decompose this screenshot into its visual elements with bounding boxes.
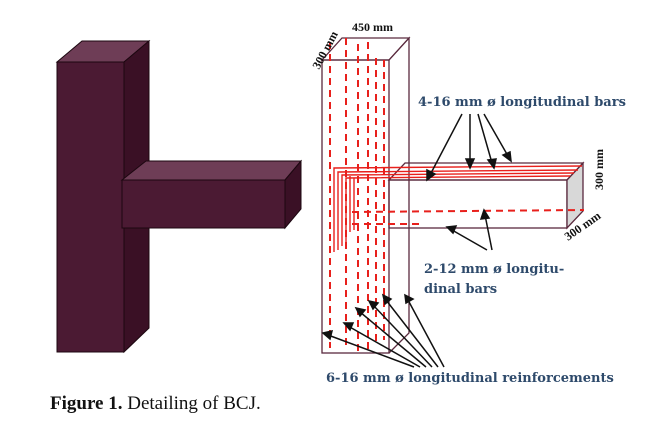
beam-height-label: 300 mm <box>592 149 606 190</box>
arrowhead <box>426 168 437 182</box>
column-bars-label: 6-16 mm ø longitudinal reinforcements <box>326 371 614 386</box>
leader-top-3 <box>477 113 493 164</box>
leader-col-2 <box>347 325 421 368</box>
beam-top-rebars <box>333 165 583 252</box>
arrowhead <box>381 293 393 306</box>
column-depth-label: 300 mm <box>309 29 341 72</box>
arrowhead <box>321 330 334 341</box>
beam-top-bar <box>333 165 583 252</box>
arrowhead <box>486 158 497 170</box>
leader-bottom-2 <box>484 214 493 251</box>
beam-top-bar <box>345 175 571 244</box>
arrowhead <box>404 293 415 305</box>
beam-bottom-bar <box>351 209 585 213</box>
arrowhead <box>445 225 458 235</box>
arrowhead <box>464 158 476 170</box>
bottom-bars-label-line1: 2-12 mm ø longitu- <box>424 262 564 277</box>
top-bars-label: 4-16 mm ø longitudinal bars <box>418 95 626 110</box>
beam-top-bar <box>337 169 579 250</box>
figure-caption-text: Detailing of BCJ. <box>122 393 261 414</box>
bottom-bars-label-line2: dinal bars <box>424 282 497 297</box>
figure-number: Figure 1. <box>50 393 123 414</box>
column-outline-side <box>388 36 410 354</box>
beam-outline-front <box>388 179 568 229</box>
leader-col-3 <box>359 311 427 368</box>
reinforcement-detail: 450 mm 300 mm 300 mm 300 mm 4-16 mm ø lo… <box>309 20 626 386</box>
beam-top-face <box>120 160 303 181</box>
column-outline-front <box>321 59 390 354</box>
arrowhead <box>479 208 491 220</box>
arrowhead <box>342 322 355 332</box>
column-front-face <box>56 61 125 353</box>
beam-bottom-rebars <box>351 209 585 225</box>
leader-col-5 <box>385 299 439 368</box>
leader-arrows <box>321 113 512 368</box>
leader-col-6 <box>407 299 445 368</box>
arrowhead <box>501 150 512 163</box>
figure-caption: Figure 1. Detailing of BCJ. <box>50 393 261 415</box>
solid-bcj-model <box>55 39 303 354</box>
beam-front-face <box>121 179 286 229</box>
arrowhead <box>367 299 380 311</box>
leader-top-1 <box>429 113 463 176</box>
leader-col-4 <box>372 304 433 368</box>
leader-col-1 <box>327 334 415 368</box>
beam-top-bar <box>341 172 575 246</box>
leader-top-4 <box>483 113 509 157</box>
column-width-label: 450 mm <box>352 20 393 34</box>
leader-bottom-1 <box>451 229 488 251</box>
arrowhead <box>354 306 367 318</box>
